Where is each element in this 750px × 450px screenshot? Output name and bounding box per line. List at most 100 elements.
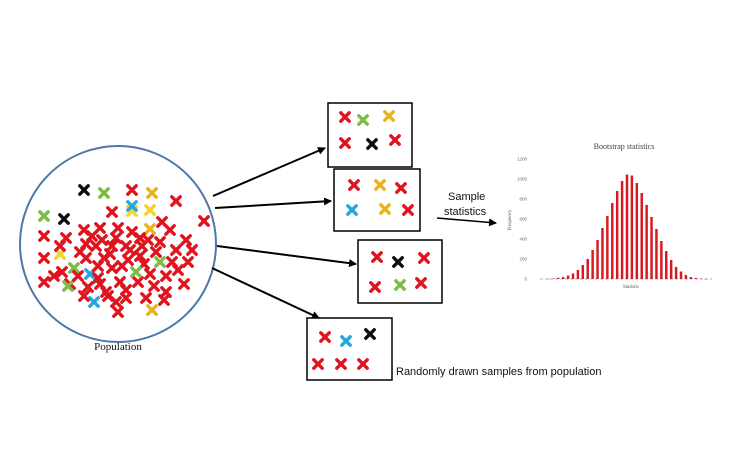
chart-bar [679,271,683,279]
chart-bar [611,203,614,279]
sample-4-marker [340,335,352,347]
population-marker [170,195,182,207]
sample-3-marker [394,279,406,291]
population-marker [72,270,84,282]
population-marker [182,256,194,268]
sample-1-marker [383,110,395,122]
population-marker [144,223,156,235]
arrow-to-sample-4 [211,267,320,319]
population-markers [38,184,210,318]
population-marker [56,266,68,278]
population-marker [104,248,116,260]
population-marker [96,234,108,246]
chart-bar [552,278,555,279]
chart-bar [689,277,693,279]
population-marker [110,296,122,308]
population-marker [106,262,118,274]
chart-bar [571,273,575,279]
sample-3-marker [418,252,430,264]
population-marker [62,280,74,292]
chart-ytick-label: 0 [524,277,527,282]
sample-1-marker [339,111,351,123]
population-marker [54,240,66,252]
chart-bar [596,240,599,279]
chart-bar [620,181,624,279]
population-marker [38,276,50,288]
chart-ytick-label: 200 [519,257,527,262]
sample-2-marker [402,204,414,216]
sample-1-marker [366,138,378,150]
sample-1-marker [389,134,401,146]
sample-4-marker [364,328,376,340]
chart-bar [625,174,629,279]
sample-2-marker [346,204,358,216]
arrow-to-sample-2 [214,197,332,209]
population-marker [78,184,90,196]
chart-bar [615,191,619,279]
arrow-to-statistics [436,217,497,227]
sample-statistics-label-line1: Sample [448,191,485,203]
sample-2-marker [348,179,360,191]
sample-3-marker [392,256,404,268]
population-marker [180,234,192,246]
chart-bar [606,216,609,279]
sample-1-marker [357,114,369,126]
chart-ytick-label: 400 [519,237,527,242]
samples-caption: Randomly drawn samples from population [396,366,601,378]
sample-4-marker [319,331,331,343]
chart-bar [586,259,589,279]
chart-xlabel: Statistic [623,285,640,290]
chart-bar [674,267,678,279]
population-marker [186,244,198,256]
population-marker [74,246,86,258]
population-marker [156,216,168,228]
population-marker [86,230,98,242]
chart-bar [601,228,604,279]
bootstrap-chart: Bootstrap statistics Frequency Statistic… [508,142,712,290]
population-marker [110,232,122,244]
chart-bar [694,278,697,279]
population-marker [134,250,146,262]
population-marker [132,276,144,288]
population-marker [158,294,170,306]
sample-2-marker [374,179,386,191]
population-marker [38,230,50,242]
sample-markers [312,110,430,370]
population-marker [78,290,90,302]
chart-bar [581,265,585,279]
sample-statistics-label-line2: statistics [444,206,487,218]
population-marker [154,256,166,268]
population-marker [154,236,166,248]
population-marker [106,206,118,218]
population-marker [116,260,128,272]
chart-bars [547,174,707,280]
population-marker [172,264,184,276]
sample-4-marker [357,358,369,370]
chart-ytick-label: 600 [519,217,527,222]
population-marker [112,222,124,234]
sample-1-marker [339,137,351,149]
arrow-to-sample-1 [212,147,326,197]
chart-bar [650,217,653,279]
chart-bar [645,205,648,279]
chart-bar [557,277,560,279]
population-marker [160,270,172,282]
sample-3-marker [369,281,381,293]
chart-bar [660,241,663,279]
population-marker [146,304,158,316]
population-marker [198,215,210,227]
population-marker [124,244,136,256]
chart-bar [630,175,634,279]
chart-bar [635,183,639,279]
chart-bar [655,229,658,279]
chart-bar [669,260,673,279]
chart-bar [576,270,580,279]
population-marker [130,266,142,278]
population-marker [126,184,138,196]
population-marker [94,278,106,290]
population-marker [170,244,182,256]
chart-bar [665,251,668,279]
population-marker [178,278,190,290]
population-marker [58,213,70,225]
